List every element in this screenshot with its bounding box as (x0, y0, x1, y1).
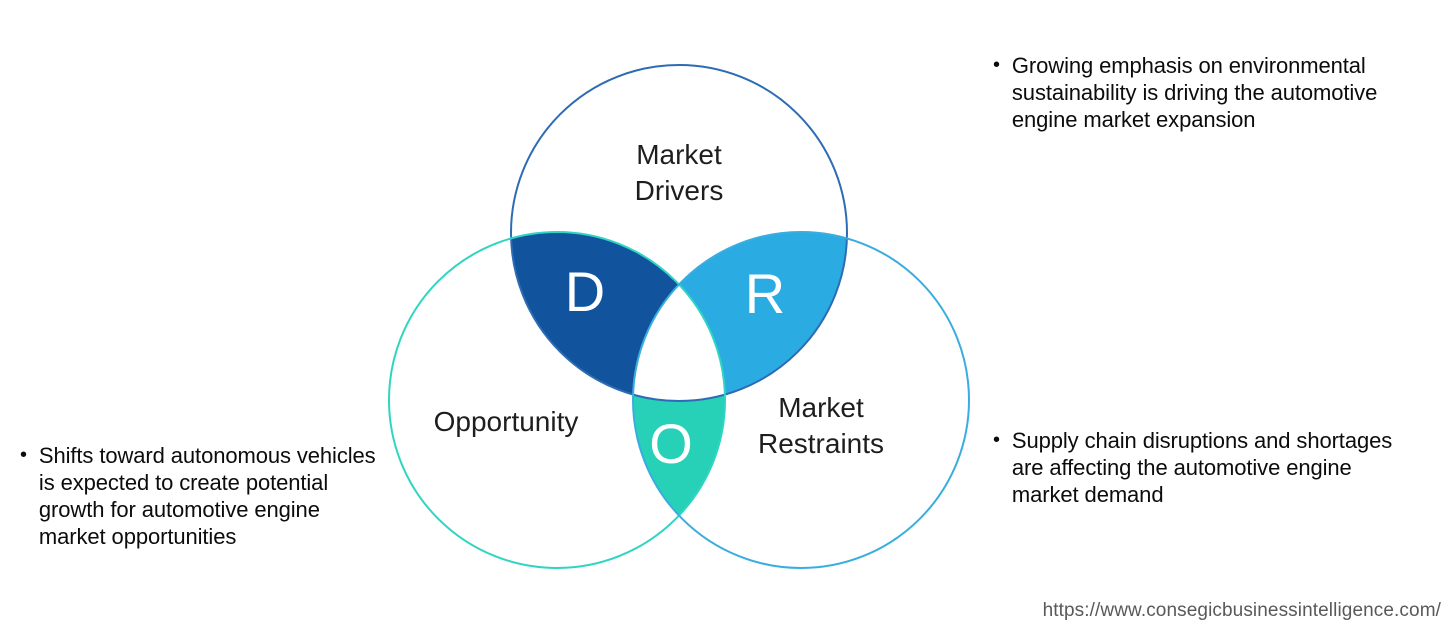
restraints-label-line1: Market (778, 392, 864, 423)
opportunity-label: Opportunity (434, 406, 579, 437)
restraints-annotation: • Supply chain disruptions and shortages… (993, 427, 1393, 508)
restraints-circle (632, 231, 970, 569)
source-url: https://www.consegicbusinessintelligence… (1042, 600, 1441, 621)
opportunity-circle (388, 231, 726, 569)
bullet-icon: • (993, 429, 1000, 451)
bullet-icon: • (20, 444, 27, 466)
drivers-annotation: • Growing emphasis on environmental sust… (993, 52, 1413, 133)
restraints-annotation-text: Supply chain disruptions and shortages a… (1011, 428, 1393, 507)
letter-o: O (649, 412, 693, 475)
drivers-label-line2: Drivers (635, 175, 724, 206)
drivers-circle (510, 64, 848, 402)
letter-d: D (565, 260, 605, 323)
opportunity-annotation-text: Shifts toward autonomous vehicles is exp… (38, 443, 376, 549)
letter-r: R (745, 262, 785, 325)
bullet-icon: • (993, 54, 1000, 76)
restraints-label-line2: Restraints (758, 428, 884, 459)
drivers-annotation-text: Growing emphasis on environmental sustai… (1011, 53, 1378, 132)
drivers-label-line1: Market (636, 139, 722, 170)
opportunity-annotation: • Shifts toward autonomous vehicles is e… (20, 442, 386, 550)
